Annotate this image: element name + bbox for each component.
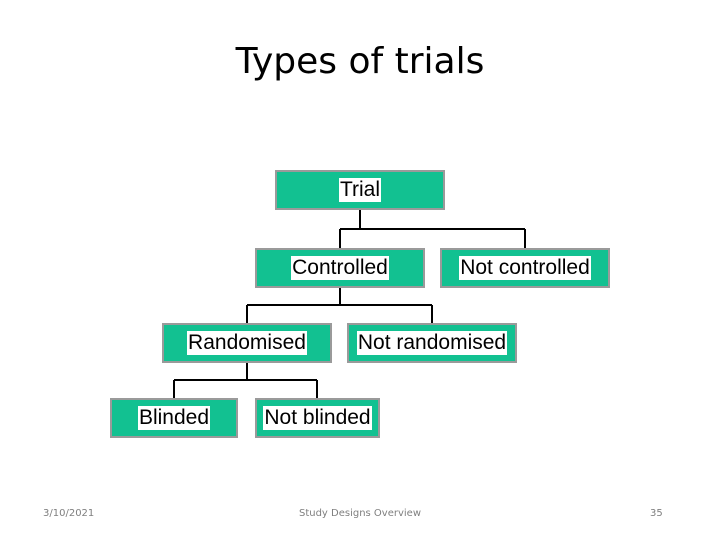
node-blinded[interactable]: Blinded xyxy=(110,398,238,438)
node-not-randomised[interactable]: Not randomised xyxy=(347,323,517,363)
node-not-controlled[interactable]: Not controlled xyxy=(440,248,610,288)
node-not-blinded-label: Not blinded xyxy=(263,406,372,430)
node-randomised-label: Randomised xyxy=(187,331,307,355)
node-trial-label: Trial xyxy=(338,178,382,202)
node-blinded-label: Blinded xyxy=(137,406,211,430)
node-not-blinded[interactable]: Not blinded xyxy=(255,398,380,438)
node-not-controlled-label: Not controlled xyxy=(459,256,591,280)
footer-date: 3/10/2021 xyxy=(43,508,95,519)
node-randomised[interactable]: Randomised xyxy=(162,323,332,363)
page-title: Types of trials xyxy=(235,41,485,82)
node-not-randomised-label: Not randomised xyxy=(356,331,508,355)
node-trial[interactable]: Trial xyxy=(275,170,445,210)
footer-page-number: 35 xyxy=(650,508,663,519)
footer-deck-name: Study Designs Overview xyxy=(298,508,422,519)
node-controlled-label: Controlled xyxy=(291,256,389,280)
node-controlled[interactable]: Controlled xyxy=(255,248,425,288)
